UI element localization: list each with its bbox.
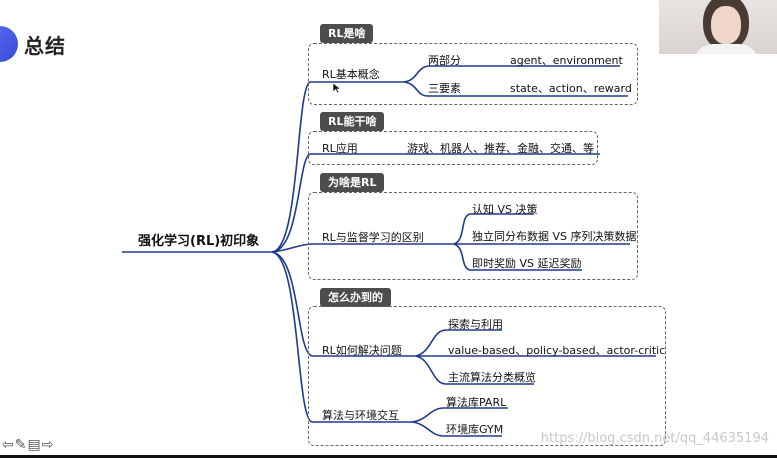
child-two-parts-value: agent、environment	[510, 54, 623, 67]
child-iid-vs-sequential: 独立同分布数据 VS 序列决策数据	[472, 230, 637, 243]
child-gym: 环境库GYM	[446, 423, 504, 436]
section-box-3	[308, 192, 638, 280]
slide-icon[interactable]: ▤	[27, 437, 42, 453]
child-explore-exploit: 探索与利用	[448, 318, 503, 331]
branch-rl-app	[271, 153, 311, 253]
node-rl-vs-sl: RL与监督学习的区别	[322, 231, 424, 244]
presenter-face	[711, 6, 741, 44]
tag-rl-what: RL是啥	[320, 24, 374, 43]
child-algorithm-overview: 主流算法分类概览	[448, 371, 536, 384]
branch-rl-vs-sl	[271, 243, 313, 253]
arrow-right-icon[interactable]: ⇨	[41, 437, 55, 453]
child-three-elements-value: state、action、reward	[510, 82, 632, 95]
root-node: 强化学习(RL)初印象	[138, 234, 260, 249]
child-algorithm-types: value-based、policy-based、actor-critic	[448, 344, 666, 357]
section-box-4	[308, 306, 666, 446]
child-parl: 算法库PARL	[446, 396, 507, 409]
bottom-bar	[0, 455, 777, 458]
node-rl-app: RL应用	[322, 142, 358, 155]
node-rl-solve: RL如何解决问题	[322, 344, 402, 357]
tag-rl-can: RL能干啥	[320, 112, 385, 131]
section-box-2	[308, 131, 598, 165]
slide-toolbar: ⇦✎▤⇨	[2, 437, 54, 453]
rl-app-list: 游戏、机器人、推荐、金融、交通、等	[407, 142, 594, 155]
child-instant-vs-delayed: 即时奖励 VS 延迟奖励	[472, 257, 582, 270]
node-algo-env: 算法与环境交互	[322, 409, 399, 422]
page-title: 总结	[24, 34, 66, 58]
branch-rl-solve	[271, 251, 313, 357]
branch-rl-basic	[271, 81, 311, 253]
presenter-body	[693, 44, 759, 54]
child-two-parts-label: 两部分	[428, 54, 461, 67]
pen-icon[interactable]: ✎	[14, 437, 28, 453]
child-cognition-vs-decision: 认知 VS 决策	[472, 203, 538, 216]
child-three-elements-label: 三要素	[428, 82, 461, 95]
section-box-1	[308, 43, 638, 105]
arrow-left-icon[interactable]: ⇦	[2, 437, 15, 453]
tag-how: 怎么办到的	[320, 288, 391, 307]
node-rl-basic: RL基本概念	[322, 68, 380, 81]
tag-why-rl: 为啥是RL	[320, 173, 385, 192]
branch-algo-env	[271, 251, 313, 423]
watermark-url: https://blog.csdn.net/qq_44635194	[540, 431, 769, 446]
webcam-video	[659, 0, 777, 54]
mouse-cursor-icon	[332, 82, 342, 94]
logo-circle	[0, 26, 18, 62]
